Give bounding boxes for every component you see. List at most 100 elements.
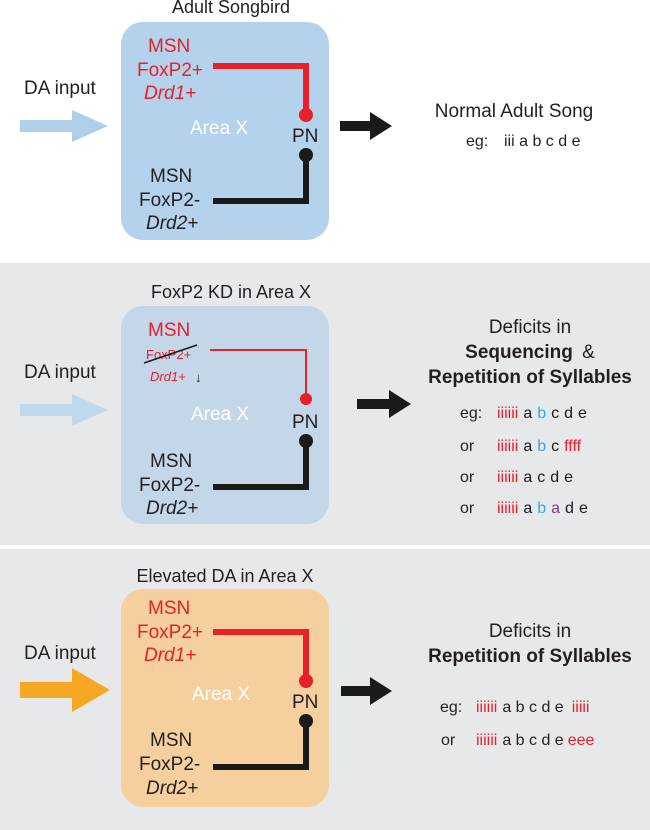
outcome-sequencing: Sequencing [465, 342, 573, 363]
foxp2-positive-label: FoxP2+ [137, 622, 203, 643]
syllable: d [565, 500, 574, 517]
example-prefix: eg: [466, 133, 488, 150]
outcome-title: Deficits in [489, 317, 571, 338]
direct-pathway-line [213, 629, 309, 676]
direct-pathway-line [213, 63, 309, 110]
msn-bottom-label: MSN [150, 166, 192, 187]
output-arrow [357, 390, 411, 418]
foxp2-positive-label: FoxP2+ [137, 60, 203, 81]
downregulation-arrow: ↓ [195, 370, 202, 385]
foxp2-negative-label: FoxP2- [139, 190, 200, 211]
syllables: a b c d e [502, 699, 563, 716]
syllable: b [537, 500, 546, 517]
knockdown-strikethrough [143, 344, 198, 364]
syllable: a [523, 405, 532, 422]
msn-top-label: MSN [148, 320, 190, 341]
example-prefix: eg: [440, 699, 462, 716]
outcome-repetition: Repetition of Syllables [428, 646, 632, 667]
outcome-subtitle: Sequencing & [465, 342, 595, 363]
output-arrow [340, 112, 392, 140]
example-prefix: or [460, 469, 475, 486]
syllable: b [537, 438, 546, 455]
syllable: c [537, 469, 545, 486]
repeated-intro-notes: iiiiii [497, 438, 518, 455]
panel-adult-songbird: Adult Songbird DA input MSN FoxP2+ Drd1+… [20, 0, 593, 240]
msn-top-label: MSN [148, 598, 190, 619]
da-input-label: DA input [24, 362, 97, 383]
syllable: a [551, 500, 560, 517]
area-x-label: Area X [191, 404, 249, 425]
syllable: e [579, 500, 588, 517]
msn-bottom-label: MSN [150, 730, 192, 751]
indirect-pathway-terminal [299, 148, 313, 162]
foxp2-negative-label: FoxP2- [139, 754, 200, 775]
syllable: e [564, 469, 573, 486]
example-prefix: eg: [460, 405, 482, 422]
pn-label: PN [292, 692, 318, 713]
outcome-title: Normal Adult Song [435, 101, 593, 122]
outcome-repetition: Repetition of Syllables [428, 367, 632, 388]
syllable: c [551, 405, 559, 422]
indirect-pathway-terminal [299, 434, 313, 448]
indirect-pathway-line [213, 725, 309, 770]
pn-label: PN [292, 126, 318, 147]
area-x-box [121, 589, 329, 807]
syllable: ffff [564, 438, 581, 455]
drd2-label: Drd2+ [146, 778, 198, 799]
da-input-label: DA input [24, 78, 97, 99]
indirect-pathway-terminal [299, 714, 313, 728]
panel-foxp2-kd: FoxP2 KD in Area X DA input MSN FoxP2+ D… [20, 282, 632, 524]
syllable: c [551, 438, 559, 455]
syllable: a [523, 469, 532, 486]
syllable: d [564, 405, 573, 422]
area-x-box [121, 306, 329, 524]
example-sequence: iiiiii a b c d e iiiii [476, 699, 589, 716]
drd1-label: Drd1+ [144, 645, 196, 666]
panel-title: FoxP2 KD in Area X [151, 282, 311, 302]
da-input-arrow [20, 110, 108, 142]
direct-pathway-terminal [299, 674, 313, 688]
syllable: a [523, 438, 532, 455]
direct-pathway-line [210, 349, 307, 397]
example-prefix: or [460, 500, 475, 517]
da-input-arrow [20, 668, 110, 712]
area-x-box [121, 22, 329, 240]
panel-title: Adult Songbird [172, 0, 290, 17]
msn-top-label: MSN [148, 36, 190, 57]
drd1-label: Drd1+ [150, 369, 186, 384]
outcome-title: Deficits in [489, 621, 571, 642]
panel-elevated-da: Elevated DA in Area X DA input MSN FoxP2… [20, 566, 632, 807]
repeated-intro-notes: iiiiii [476, 732, 497, 749]
drd2-label: Drd2+ [146, 213, 198, 234]
area-x-label: Area X [192, 684, 250, 705]
da-input-label: DA input [24, 643, 97, 664]
foxp2-negative-label: FoxP2- [139, 475, 200, 496]
repeated-tail-notes: iiiii [572, 699, 590, 716]
area-x-label: Area X [190, 118, 248, 139]
outcome-ampersand: & [582, 342, 595, 363]
repeated-intro-notes: iiiiii [497, 500, 518, 517]
indirect-pathway-line [213, 445, 309, 490]
repeated-intro-notes: iiiiii [497, 405, 518, 422]
syllable: a [523, 500, 532, 517]
example-prefix: or [441, 732, 456, 749]
indirect-pathway-line [213, 159, 309, 204]
drd1-label: Drd1+ [144, 83, 196, 104]
syllable: b [537, 405, 546, 422]
pn-label: PN [292, 412, 318, 433]
repeated-intro-notes: iiiiii [476, 699, 497, 716]
msn-bottom-label: MSN [150, 451, 192, 472]
syllable: d [550, 469, 559, 486]
output-arrow [341, 677, 392, 705]
example-prefix: or [460, 438, 475, 455]
da-input-arrow [20, 394, 108, 426]
repeated-tail-notes: eee [568, 732, 595, 749]
